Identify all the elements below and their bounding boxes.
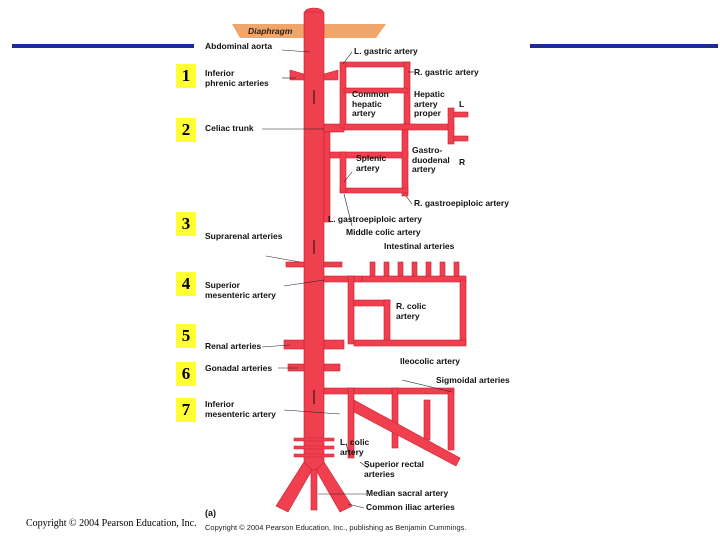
sigmoidal-3: [447, 389, 455, 451]
label-common-hepatic: Common hepatic artery: [352, 89, 389, 118]
intestinal-arcade: [361, 275, 467, 283]
label-l-gastric: L. gastric artery: [354, 46, 418, 56]
figure-panel: [200, 14, 530, 534]
hepatic-r: [453, 135, 469, 142]
label-hepatic-r: R: [459, 157, 466, 167]
leader-line: [345, 443, 351, 457]
r-colic-loop: [383, 299, 391, 345]
common-hepatic: [343, 123, 455, 131]
sigmoidal-1: [391, 387, 399, 449]
l-gastric-trunk: [339, 61, 347, 129]
leader-line: [283, 279, 325, 287]
badge-1: 1: [176, 64, 196, 88]
celiac-loop-left: [323, 131, 331, 223]
leader-line: [343, 193, 353, 227]
label-gastroduodenal: Gastro- duodenal artery: [412, 145, 450, 174]
slide-rule-right: [526, 44, 718, 48]
label-middle-colic: Middle colic artery: [346, 227, 421, 237]
renal-right: [323, 339, 345, 350]
intestinal-2: [383, 261, 390, 277]
superior-rectal: [353, 399, 461, 467]
splenic-drop: [339, 151, 347, 193]
intestinal-1: [369, 261, 376, 277]
label-gonadal: Gonadal arteries: [205, 363, 273, 373]
badge-6: 6: [176, 362, 196, 386]
badge-3: 3: [176, 212, 196, 236]
median-sacral: [310, 469, 318, 511]
label-l-colic: L. colic artery: [340, 437, 370, 457]
slide-rule-left: [12, 44, 194, 48]
label-suprarenal: Suprarenal arteries: [205, 231, 283, 241]
label-r-gastric: R. gastric artery: [414, 67, 479, 77]
sm-descend: [347, 275, 355, 345]
superior-mesenteric: [323, 275, 363, 283]
label-celiac-trunk: Celiac trunk: [205, 123, 254, 133]
label-hepatic-l: L: [459, 99, 465, 109]
stomach-upper: [345, 61, 411, 68]
label-intestinal: Intestinal arteries: [384, 241, 455, 251]
leader-line: [401, 379, 453, 393]
hepatic-l: [453, 111, 469, 118]
leader-line: [405, 195, 413, 205]
figure-copyright: Copyright © 2004 Pearson Education, Inc.…: [205, 523, 467, 532]
badge-4: 4: [176, 272, 196, 296]
label-l-gastroepiploic: L. gastroepiploic artery: [328, 214, 422, 224]
sigmoidal-2: [423, 399, 431, 441]
label-common-iliac: Common iliac arteries: [366, 502, 455, 512]
label-superior-mesenteric: Superior mesenteric artery: [205, 280, 276, 300]
ileocolic: [353, 339, 467, 347]
common-iliac-right: [315, 461, 353, 513]
leader-line: [342, 51, 353, 65]
greater-curve: [339, 187, 409, 194]
badge-2: 2: [176, 118, 196, 142]
leader-line: [343, 171, 353, 183]
renal-left: [283, 339, 305, 350]
label-hepatic-proper: Hepatic artery proper: [414, 89, 445, 118]
gonadal-right: [323, 363, 341, 372]
lumbar-1: [293, 437, 335, 442]
label-inferior-mesenteric: Inferior mesenteric artery: [205, 399, 276, 419]
label-median-sacral: Median sacral artery: [366, 488, 449, 498]
hepatic-proper-stem: [447, 107, 455, 145]
leader-line: [283, 409, 341, 415]
leader-line: [281, 49, 311, 53]
diaphragm-label: Diaphragm: [248, 26, 293, 36]
label-r-gastroepiploic: R. gastroepiploic artery: [414, 198, 509, 208]
lumbar-3: [293, 453, 335, 458]
leader-line: [347, 503, 365, 509]
suprarenal-right: [323, 261, 343, 268]
label-r-colic: R. colic artery: [396, 301, 427, 321]
intestinal-6: [439, 261, 446, 277]
label-superior-rectal: Superior rectal arteries: [364, 459, 424, 479]
intestinal-4: [411, 261, 418, 277]
inferior-phrenic-right: [323, 69, 339, 81]
suprarenal-left: [285, 261, 305, 268]
lumbar-2: [293, 445, 335, 450]
inferior-phrenic-left: [289, 69, 305, 81]
label-inferior-phrenic: Inferior phrenic arteries: [205, 68, 269, 88]
slide-copyright: Copyright © 2004 Pearson Education, Inc.: [26, 518, 197, 529]
label-ileocolic: Ileocolic artery: [400, 356, 461, 366]
badge-5: 5: [176, 324, 196, 348]
label-abdominal-aorta: Abdominal aorta: [205, 41, 273, 51]
im-descend: [347, 387, 355, 459]
label-renal: Renal arteries: [205, 341, 262, 351]
intestinal-7: [453, 261, 460, 277]
intestinal-3: [397, 261, 404, 277]
r-colic-loop-right: [459, 279, 467, 345]
leader-line: [359, 461, 369, 469]
label-sigmoidal: Sigmoidal arteries: [436, 375, 510, 385]
lesser-curve: [343, 87, 409, 94]
common-iliac-left: [275, 461, 313, 513]
label-splenic: Splenic artery: [356, 153, 387, 173]
panel-letter: (a): [205, 508, 216, 518]
gastroduodenal: [401, 129, 409, 197]
intestinal-5: [425, 261, 432, 277]
gonadal-left: [287, 363, 305, 372]
leader-line: [265, 255, 301, 263]
badge-7: 7: [176, 398, 196, 422]
leader-line: [261, 344, 291, 348]
